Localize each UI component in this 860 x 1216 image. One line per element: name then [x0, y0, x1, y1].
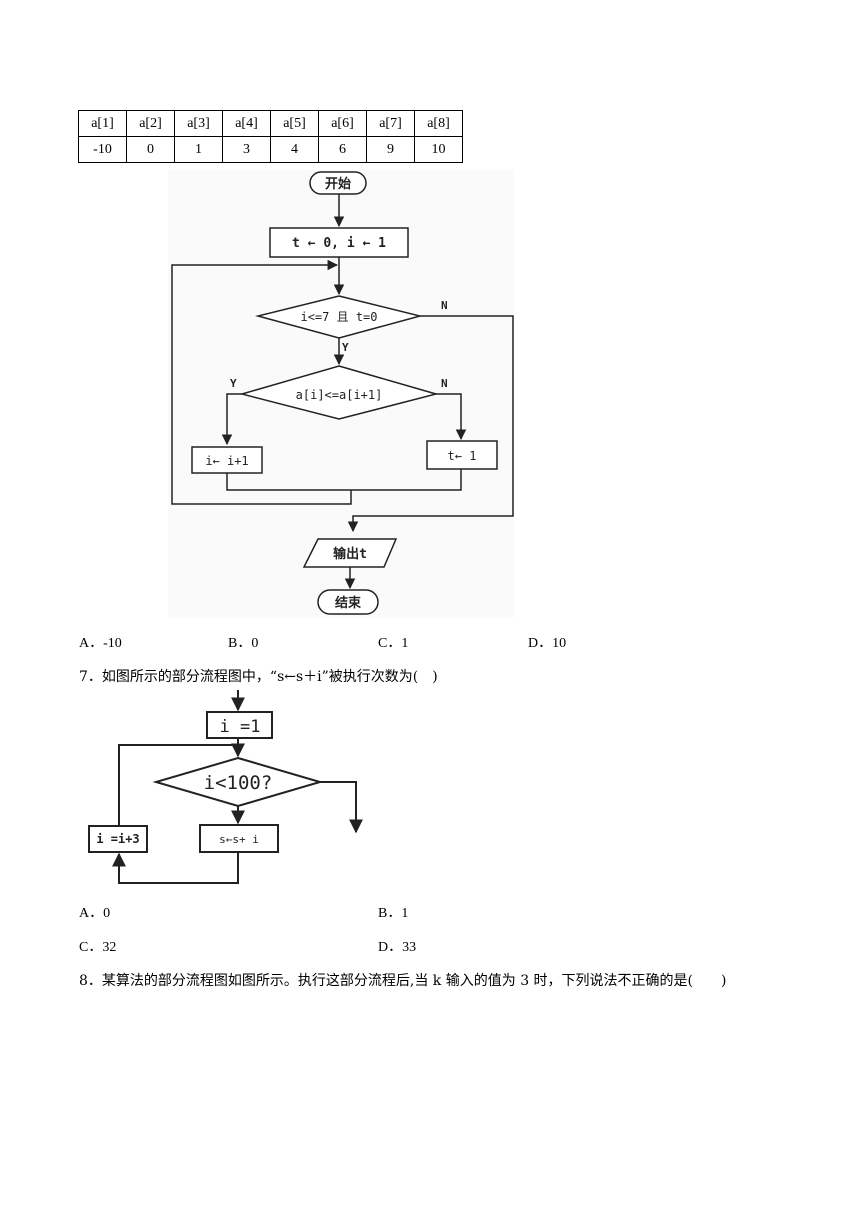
table-header-row: a[1] a[2] a[3] a[4] a[5] a[6] a[7] a[8]: [78, 110, 463, 137]
yes-label: Y: [230, 377, 237, 390]
q7-body-box: [199, 824, 279, 853]
no-label: N: [441, 299, 448, 312]
q7-update-box: [88, 825, 148, 853]
flowchart-1: 开始 t ← 0, i ← 1 i<=7 且 t=0 N Y a[i]<=a[i…: [171, 171, 514, 615]
q7-update-label: i =i+3: [96, 832, 139, 846]
yes-label: Y: [342, 341, 349, 354]
condition2-diamond: [239, 365, 439, 420]
table-value-row: -10 0 1 3 4 6 9 10: [78, 136, 463, 163]
start-label: 开始: [325, 176, 351, 192]
q7-option-d[interactable]: D．33: [378, 940, 417, 955]
table-value-cell: -10: [78, 136, 127, 163]
table-header-cell: a[7]: [366, 110, 415, 137]
start-terminal: [309, 171, 367, 195]
init-label: t ← 0, i ← 1: [292, 236, 386, 251]
q7-option-b[interactable]: B．1: [378, 906, 409, 921]
end-label: 结束: [335, 595, 362, 611]
q6-option-d[interactable]: D．10: [528, 636, 567, 651]
q7-option-c[interactable]: C．32: [79, 940, 117, 955]
q6-option-b[interactable]: B．0: [228, 636, 259, 651]
q7-text: 7．如图所示的部分流程图中，“s←s＋i”被执行次数为( ): [79, 669, 438, 685]
table-value-cell: 1: [174, 136, 223, 163]
table-header-cell: a[2]: [126, 110, 175, 137]
q7-body-label: s←s+ i: [219, 833, 259, 846]
no-label: N: [441, 377, 448, 390]
init-box: [269, 227, 409, 258]
flowchart-2: i =1 i<100? s←s+ i i =i+3: [88, 690, 363, 884]
q7-condition-label: i<100?: [204, 772, 273, 794]
table-value-cell: 4: [270, 136, 319, 163]
increment-label: i← i+1: [205, 454, 248, 468]
table-value-cell: 0: [126, 136, 175, 163]
q6-option-c[interactable]: C．1: [378, 636, 409, 651]
table-header-cell: a[8]: [414, 110, 463, 137]
array-table: a[1] a[2] a[3] a[4] a[5] a[6] a[7] a[8] …: [78, 110, 463, 163]
end-terminal: [317, 589, 379, 615]
set-t-label: t← 1: [448, 449, 477, 463]
set-t-box: [426, 440, 498, 470]
table-value-cell: 10: [414, 136, 463, 163]
output-parallelogram: [302, 538, 398, 568]
output-label: 输出t: [333, 546, 367, 562]
condition2-label: a[i]<=a[i+1]: [296, 388, 383, 402]
table-value-cell: 6: [318, 136, 367, 163]
q7-option-a[interactable]: A．0: [79, 906, 111, 921]
table-header-cell: a[1]: [78, 110, 127, 137]
q8-text: 8．某算法的部分流程图如图所示。执行这部分流程后,当 k 输入的值为 3 时，下…: [79, 973, 727, 989]
table-value-cell: 9: [366, 136, 415, 163]
condition1-label: i<=7 且 t=0: [300, 310, 377, 324]
q6-option-a[interactable]: A．-10: [79, 636, 122, 651]
q7-init-box: [206, 711, 273, 739]
table-header-cell: a[4]: [222, 110, 271, 137]
q7-init-label: i =1: [220, 717, 261, 737]
